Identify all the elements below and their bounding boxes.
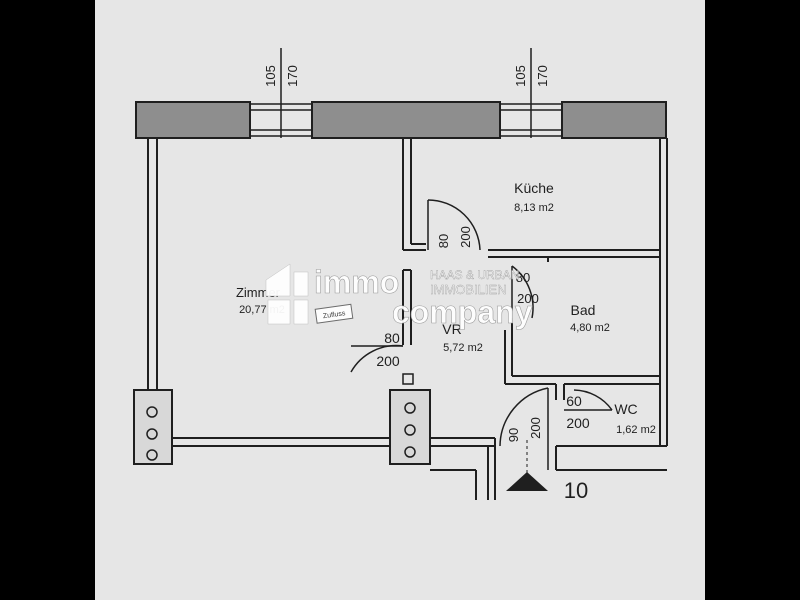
right-border xyxy=(705,0,800,600)
house-icon xyxy=(265,263,309,325)
door-entrance xyxy=(499,387,549,470)
door-wc-height: 200 xyxy=(566,415,590,431)
chimney-left xyxy=(133,389,173,465)
door-entrance-height: 200 xyxy=(528,417,543,439)
room-kueche-area: 8,13 m2 xyxy=(514,202,554,214)
window2-height-label: 170 xyxy=(535,65,550,87)
brand-line1: immo xyxy=(314,264,399,300)
door-kueche-width: 80 xyxy=(436,234,451,248)
watermark-logo: immo company HAAS & URBAN IMMOBILIEN Zuf… xyxy=(265,263,533,330)
door-wc xyxy=(564,389,613,411)
door-zimmer-height: 200 xyxy=(376,353,400,369)
door-entrance-width: 90 xyxy=(506,428,521,442)
window-zimmer xyxy=(250,48,312,138)
brand-line2: company xyxy=(392,294,533,330)
door-zimmer-width: 80 xyxy=(384,330,400,346)
tagline-line2: IMMOBILIEN xyxy=(430,282,507,297)
door-kueche-height: 200 xyxy=(458,226,473,248)
window-kueche xyxy=(500,48,562,138)
tagline-line1: HAAS & URBAN xyxy=(430,268,519,282)
window2-width-label: 105 xyxy=(513,65,528,87)
stamp: Zufluss xyxy=(314,303,354,324)
room-kueche-name: Küche xyxy=(514,180,554,196)
door-wc-width: 60 xyxy=(566,393,582,409)
top-wall xyxy=(135,101,667,139)
paper xyxy=(95,0,705,600)
room-wc-area: 1,62 m2 xyxy=(616,424,656,436)
door-bad xyxy=(511,265,534,319)
room-vr-name: VR xyxy=(442,321,461,337)
entrance-arrow-icon xyxy=(506,472,548,491)
window1-height-label: 170 xyxy=(285,65,300,87)
door-zimmer xyxy=(350,344,404,373)
door-bad-height: 200 xyxy=(517,291,539,306)
stamp-text: Zufluss xyxy=(323,310,347,320)
door-bad-width: 80 xyxy=(516,270,530,285)
entrance-number: 10 xyxy=(564,478,588,503)
room-wc-name: WC xyxy=(614,401,637,417)
interior-walls xyxy=(402,138,660,400)
left-border xyxy=(0,0,95,600)
chimney-middle xyxy=(389,373,431,465)
door-kueche xyxy=(427,199,481,251)
room-bad-name: Bad xyxy=(571,302,596,318)
window1-width-label: 105 xyxy=(263,65,278,87)
room-bad-area: 4,80 m2 xyxy=(570,322,610,334)
room-vr-area: 5,72 m2 xyxy=(443,342,483,354)
